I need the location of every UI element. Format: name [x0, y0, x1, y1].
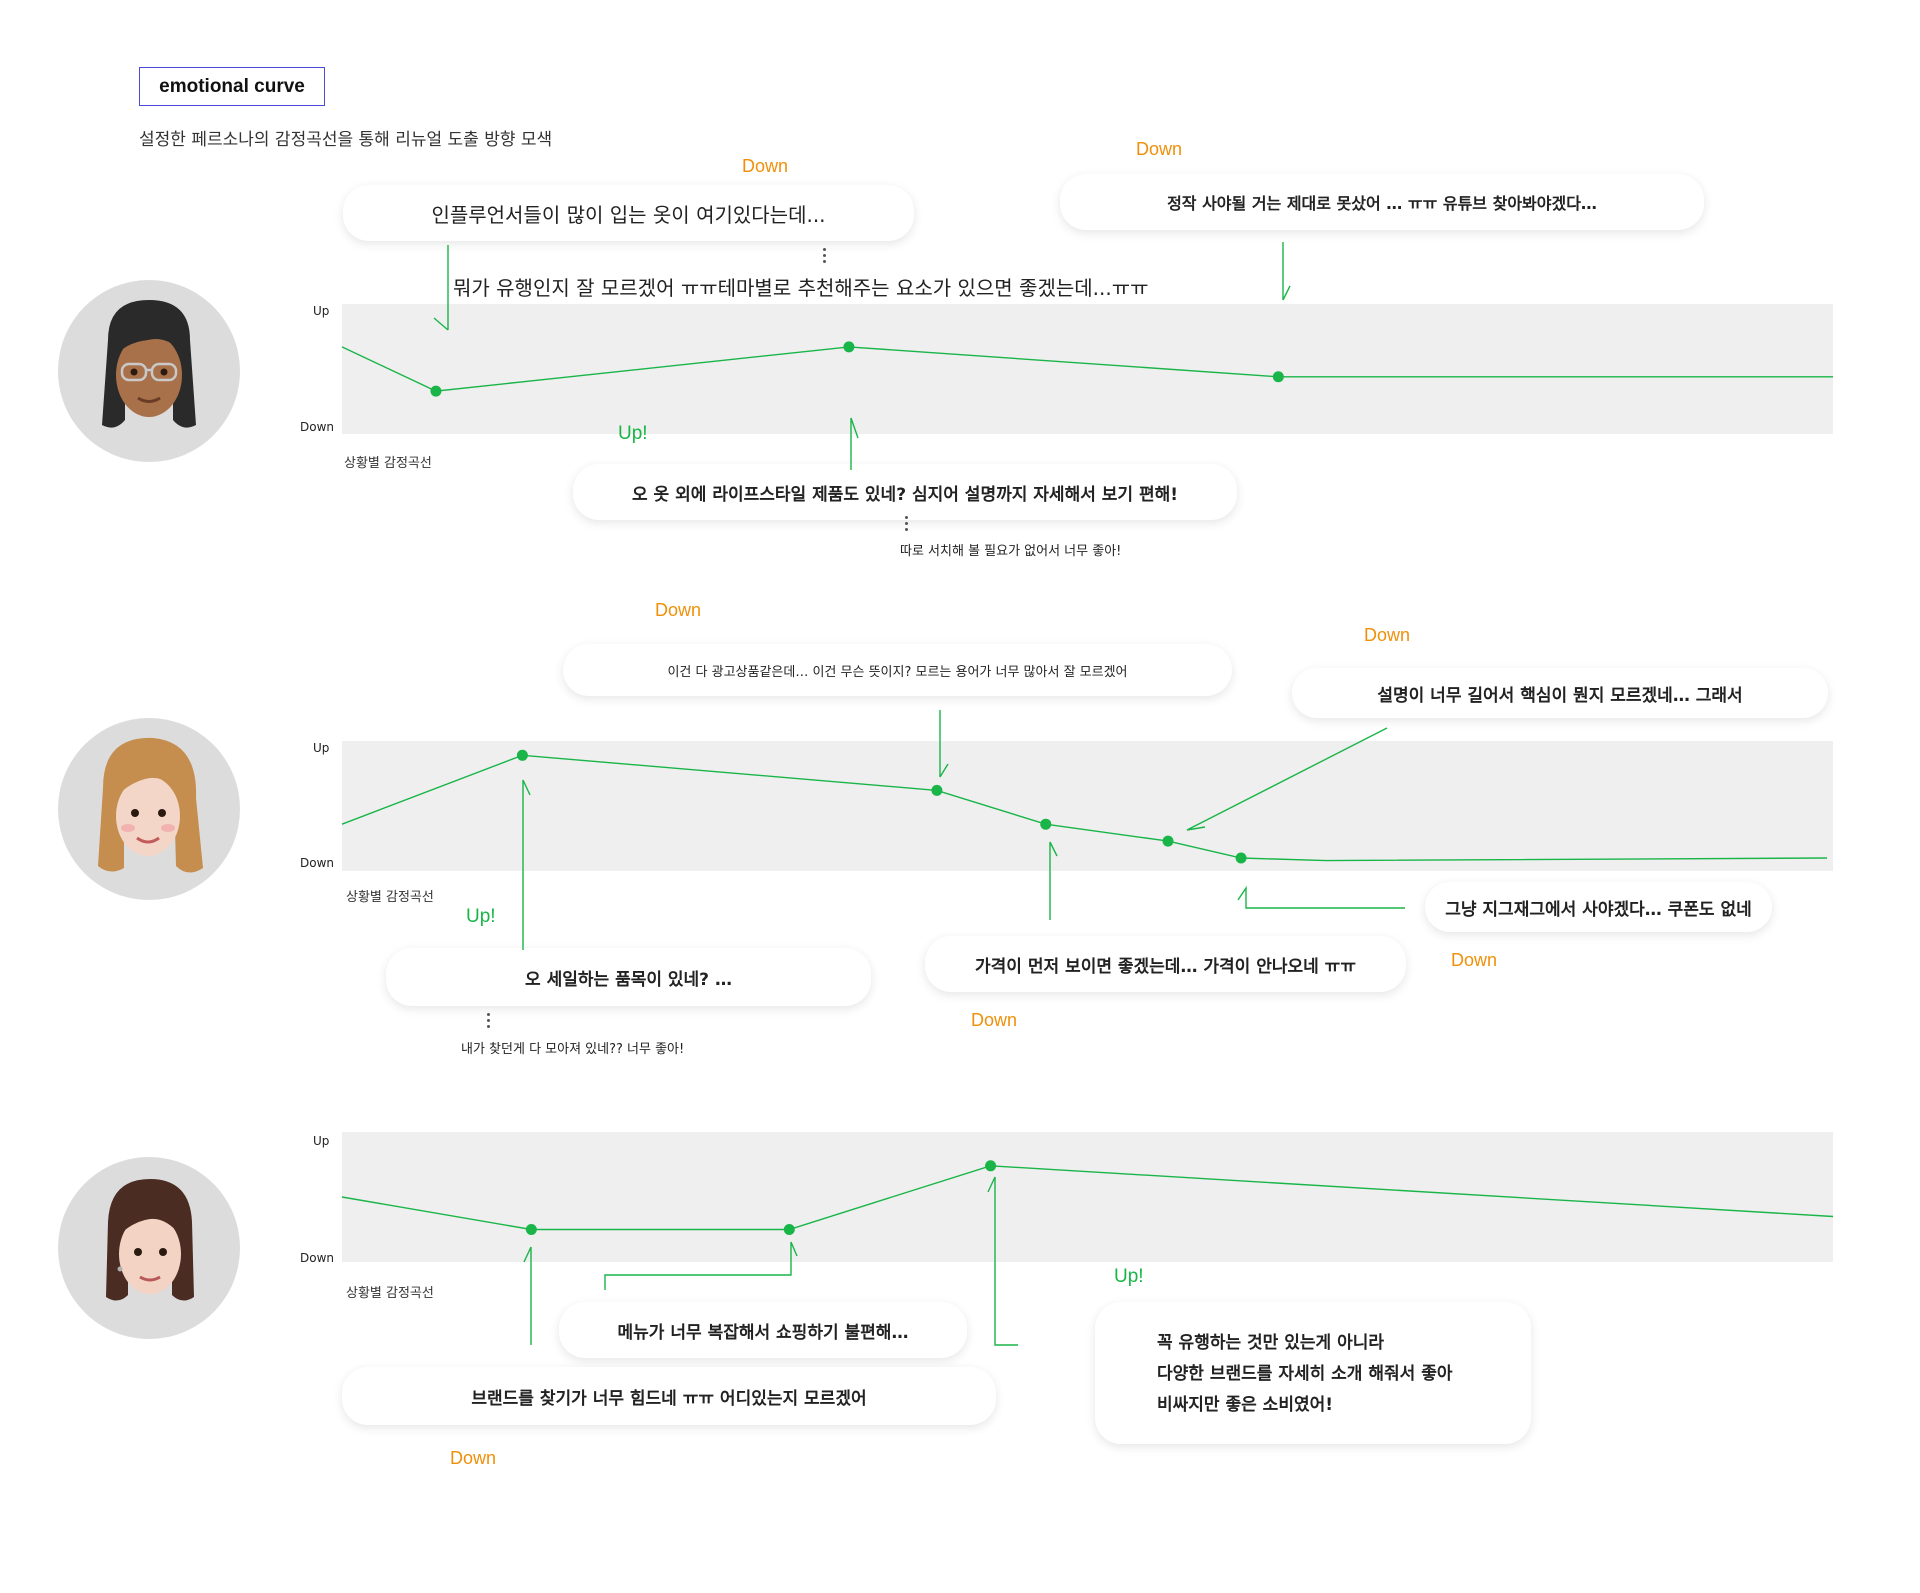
down-tag: Down [450, 1448, 497, 1468]
speech-bubble: 인플루언서들이 많이 입는 옷이 여기있다는데... [343, 185, 914, 241]
memoji-glasses-icon [102, 300, 196, 428]
axis-up-label: Up [313, 741, 330, 755]
speech-bubble: 설명이 너무 길어서 핵심이 뭔지 모르겠네… 그래서 [1292, 668, 1828, 718]
down-tag: Down [1136, 139, 1183, 159]
connector-arrow [1237, 885, 1405, 909]
speech-bubble: 오 세일하는 품목이 있네? … [386, 948, 871, 1006]
up-tag: Up! [466, 906, 496, 927]
speech-bubble-multiline: 꼭 유행하는 것만 있는게 아니라 다양한 브랜드를 자세히 소개 해줘서 좋아… [1095, 1302, 1531, 1444]
bubble-line: 다양한 브랜드를 자세히 소개 해줘서 좋아 [1157, 1364, 1453, 1384]
speech-bubble: 오 옷 외에 라이프스타일 제품도 있네? 심지어 설명까지 자세해서 보기 편… [573, 464, 1237, 520]
up-tag: Up! [618, 423, 648, 444]
curve-label-1: 상황별 감정곡선 [344, 456, 432, 471]
memoji-blonde-icon [98, 737, 203, 873]
curve-band-1 [342, 304, 1833, 434]
speech-bubble: 브랜드를 찾기가 너무 힘드네 ㅠㅠ 어디있는지 모르겠어 [342, 1367, 996, 1425]
down-tag: Down [1364, 625, 1411, 645]
speech-bubble: 가격이 먼저 보이면 좋겠는데… 가격이 안나오네 ㅠㅠ [925, 936, 1406, 992]
follow-up-text: 따로 서치해 볼 필요가 없어서 너무 좋아! [900, 544, 1122, 559]
page-title: emotional curve [139, 67, 325, 106]
speech-bubble: 메뉴가 너무 복잡해서 쇼핑하기 불편해… [559, 1302, 967, 1358]
curve-band-2 [342, 741, 1833, 871]
curve-label-2: 상황별 감정곡선 [346, 890, 434, 905]
page-subtitle: 설정한 페르소나의 감정곡선을 통해 리뉴얼 도출 방향 모색 [139, 130, 553, 150]
avatar-persona-2 [58, 718, 240, 900]
curve-band-3 [342, 1132, 1833, 1262]
bubble-line: 꼭 유행하는 것만 있는게 아니라 [1157, 1333, 1384, 1353]
axis-down-label: Down [300, 1251, 335, 1265]
axis-down-label: Down [300, 420, 335, 434]
follow-up-text: 내가 찾던게 다 모아져 있네?? 너무 좋아! [461, 1042, 685, 1057]
up-tag: Up! [1114, 1266, 1144, 1287]
down-tag: Down [1451, 950, 1498, 970]
avatar-persona-3 [58, 1157, 240, 1339]
ellipsis-icon [905, 516, 909, 534]
ellipsis-icon [487, 1013, 491, 1031]
memoji-brown-hair-icon [106, 1179, 194, 1301]
ellipsis-icon [823, 248, 827, 266]
down-tag: Down [655, 600, 702, 620]
speech-bubble: 정작 사야될 거는 제대로 못샀어 … ㅠㅠ 유튜브 찾아봐야겠다… [1060, 174, 1704, 230]
avatar-persona-1 [58, 280, 240, 462]
curve-label-3: 상황별 감정곡선 [346, 1286, 434, 1301]
axis-down-label: Down [300, 856, 335, 870]
axis-up-label: Up [313, 304, 330, 318]
down-tag: Down [971, 1010, 1018, 1030]
follow-up-text: 뭐가 유행인지 잘 모르겠어 ㅠㅠ테마별로 추천해주는 요소가 있으면 좋겠는데… [453, 276, 1149, 300]
bubble-line: 비싸지만 좋은 소비였어! [1157, 1395, 1333, 1415]
connector-arrow [1282, 242, 1291, 301]
speech-bubble: 그냥 지그재그에서 사야겠다… 쿠폰도 없네 [1425, 882, 1772, 932]
axis-up-label: Up [313, 1134, 330, 1148]
down-tag: Down [742, 156, 789, 176]
speech-bubble: 이건 다 광고상품같은데… 이건 무슨 뜻이지? 모르는 용어가 너무 많아서 … [563, 644, 1232, 696]
